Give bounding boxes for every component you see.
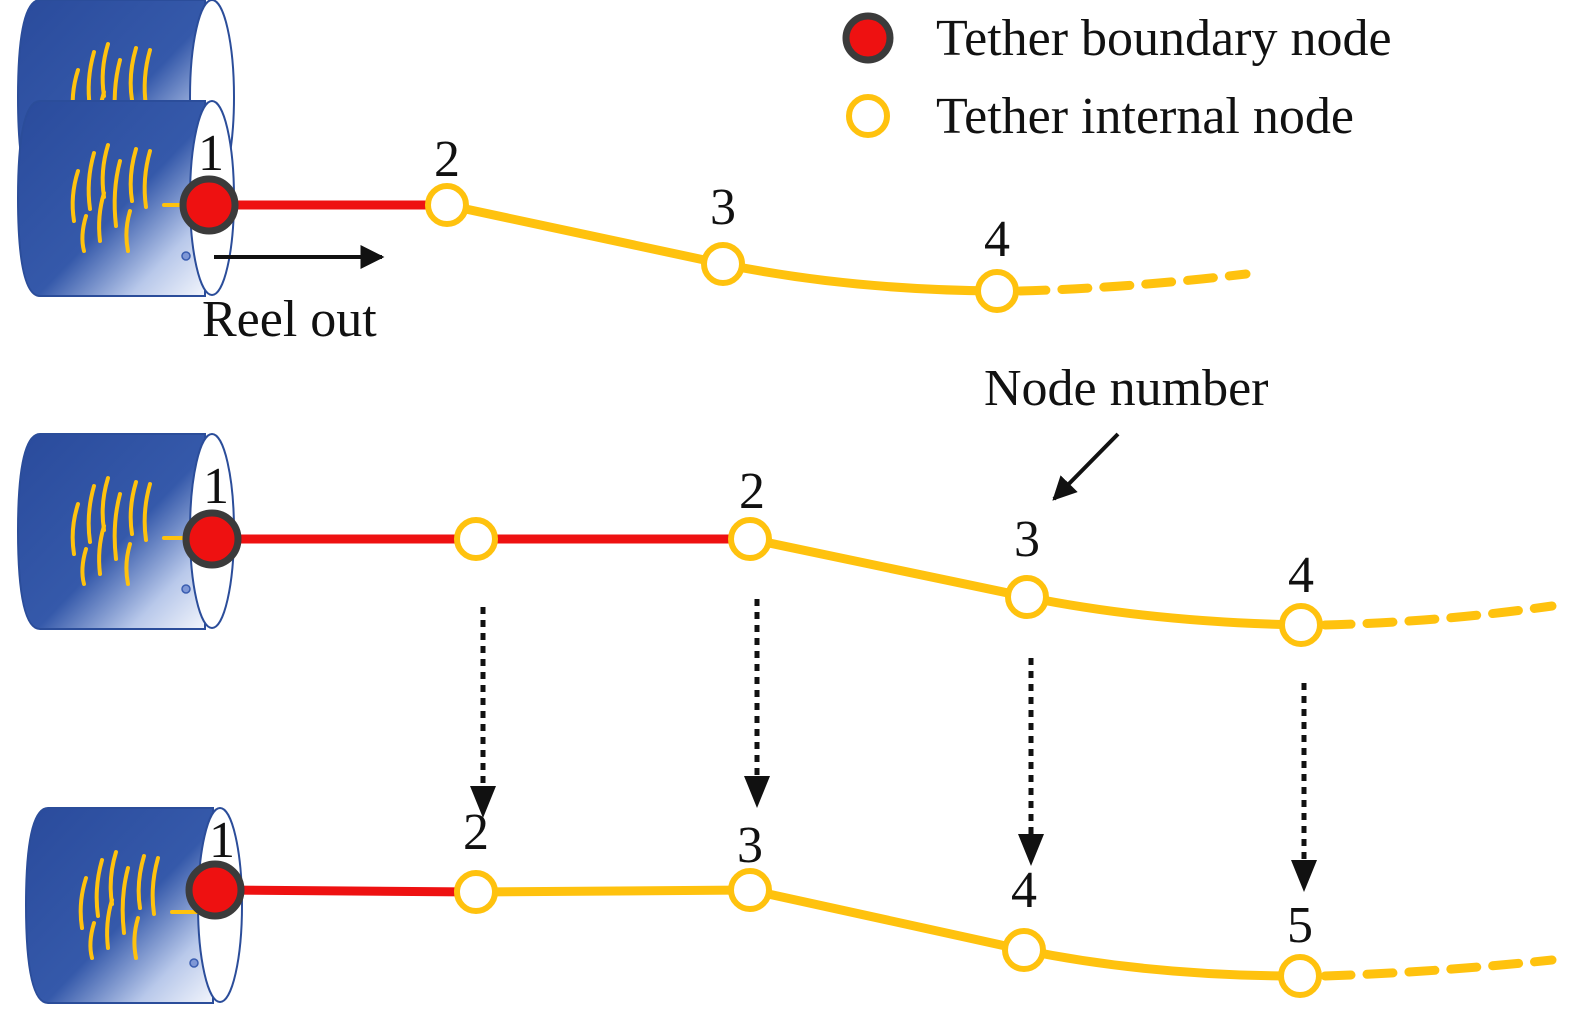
legend-internal-label: Tether internal node [936,88,1354,145]
internal-node [975,269,1019,313]
node-number-callout: Node number [984,360,1268,501]
internal-node [701,242,745,286]
node-number-label: 4 [1288,547,1314,604]
row-bottom: 1 2 3 4 5 [24,804,1557,1005]
internal-node [728,517,772,561]
boundary-node [182,509,242,569]
tether-free-segment [471,885,1305,981]
tether-fixed-segment [215,885,481,897]
boundary-node [185,860,245,920]
internal-node [454,870,498,914]
node-number-label: 3 [1014,511,1040,568]
row-top: 1 2 3 4 Reel out [16,99,1251,348]
tether-continuation [1320,601,1557,630]
node-number-label: 2 [463,804,489,861]
node-number-label: 4 [984,211,1010,268]
internal-node [1279,603,1323,647]
node-number-label: 2 [434,131,460,188]
internal-node [425,183,469,227]
renumber-arrowhead [1291,860,1317,892]
node-number-callout-arrow [1052,432,1120,501]
node-number-label: 2 [739,463,765,520]
node-number-label: 1 [209,812,235,869]
internal-node [1005,575,1049,619]
renumber-arrowhead [744,776,770,808]
node-number-label: 5 [1287,897,1313,954]
reel-out-label: Reel out [202,291,377,348]
node-number-label: 3 [737,817,763,874]
node-number-label: 1 [198,125,224,182]
internal-node [1278,954,1322,998]
renumber-arrows [470,599,1317,892]
boundary-node [179,175,239,235]
tether-continuation [1015,269,1251,296]
renumber-arrowhead [1018,834,1044,866]
tether-continuation [1320,955,1557,981]
internal-node [1002,928,1046,972]
node-number-callout-label: Node number [984,360,1268,417]
renumber-arrowhead [470,786,496,818]
legend-boundary-label: Tether boundary node [936,10,1392,67]
legend-internal-node-icon [846,94,890,138]
node-number-label: 3 [710,179,736,236]
node-number-label: 4 [1011,862,1037,919]
internal-node [728,868,772,912]
internal-node [454,517,498,561]
node-number-label: 1 [203,458,229,515]
row-middle: 1 2 3 4 [16,432,1557,647]
legend-boundary-node-icon [842,12,894,64]
legend: Tether boundary node Tether internal nod… [842,10,1392,145]
